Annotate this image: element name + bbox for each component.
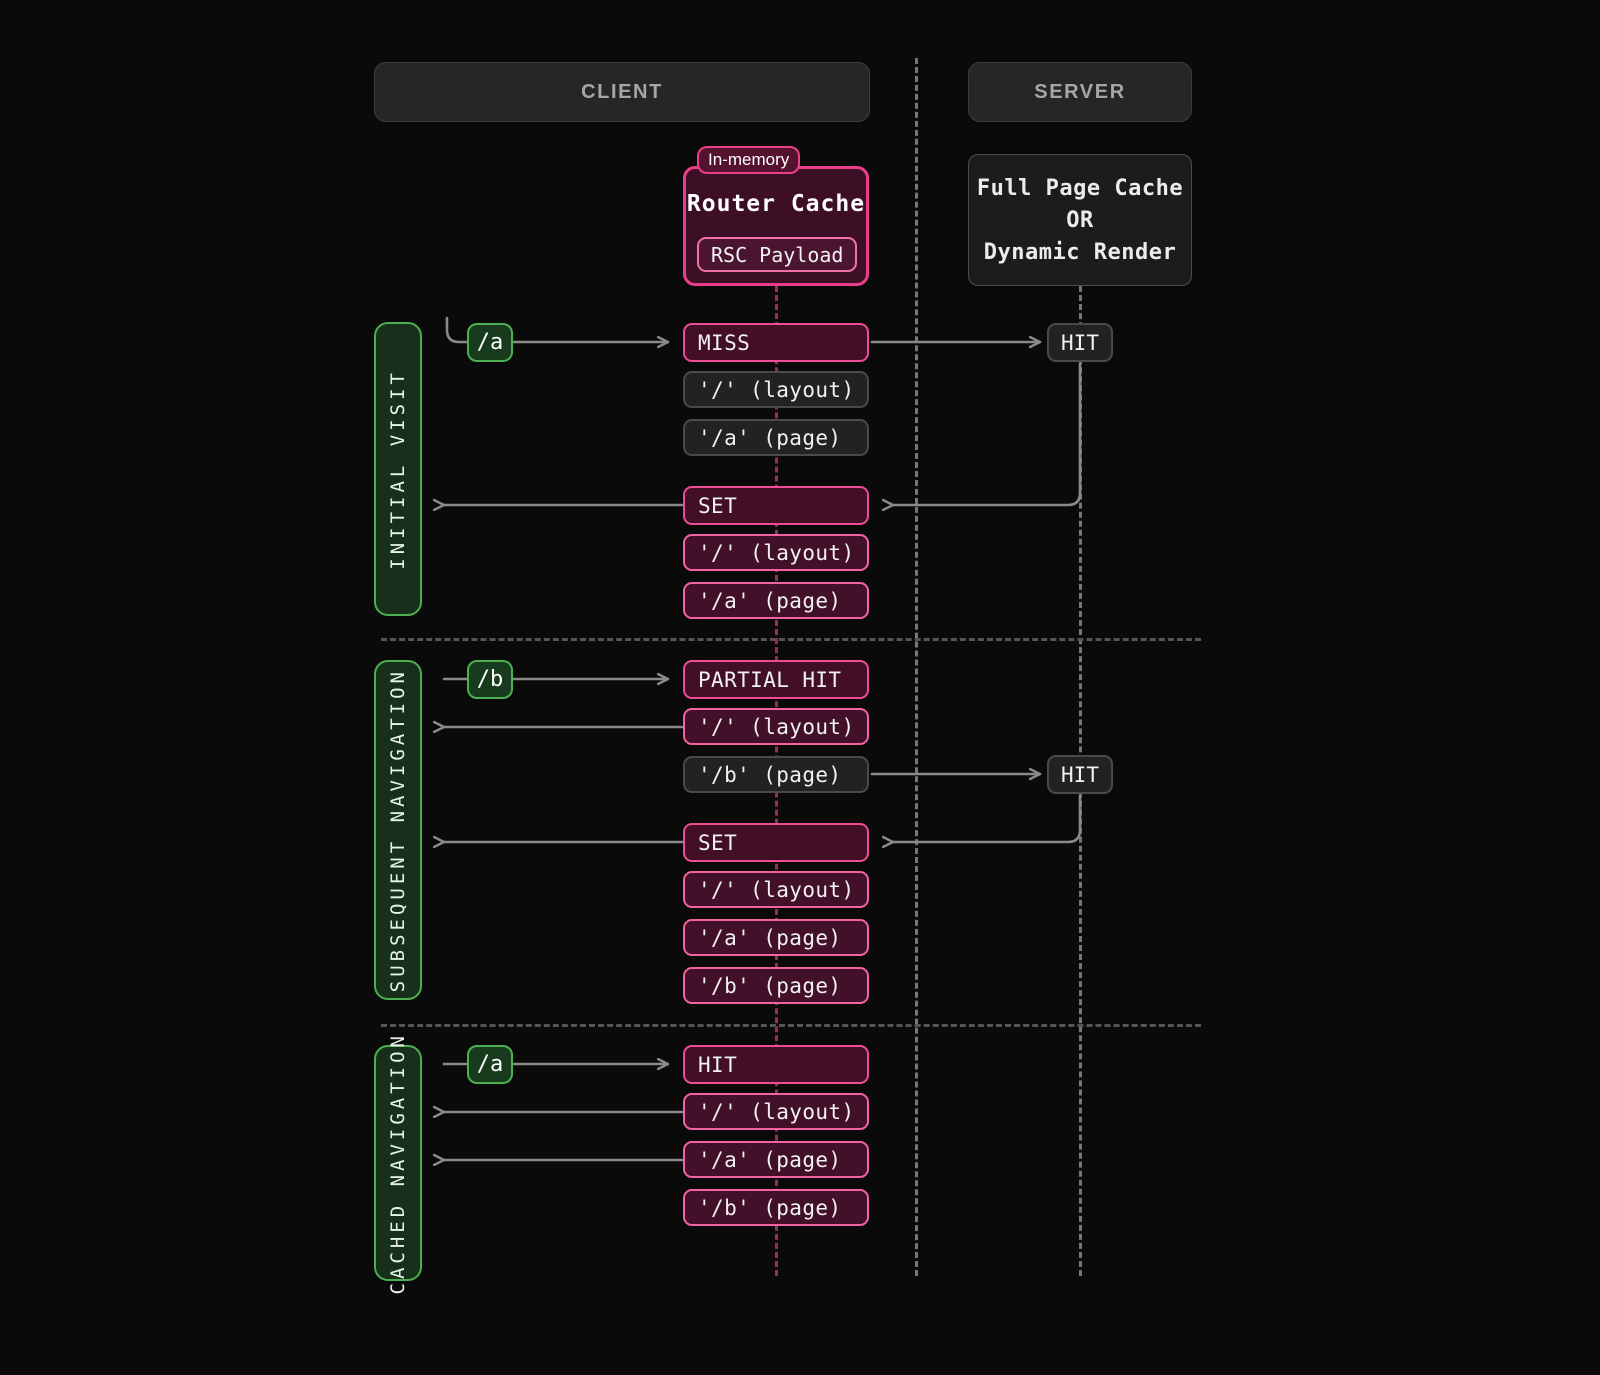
client-server-divider-lifeline	[915, 58, 918, 1276]
client-row-layout-2: '/' (layout)	[683, 534, 869, 571]
router-cache-title: Router Cache	[686, 191, 866, 217]
client-row-page-a-3: '/a' (page)	[683, 919, 869, 956]
client-row-partial-hit: PARTIAL HIT	[683, 660, 869, 699]
in-memory-tag: In-memory	[697, 146, 801, 174]
client-row-layout-3: '/' (layout)	[683, 708, 869, 745]
client-row-miss: MISS	[683, 323, 869, 362]
client-row-page-a-2: '/a' (page)	[683, 582, 869, 619]
section-label-cached-navigation: CACHED NAVIGATION	[374, 1032, 422, 1294]
column-header-server-label: SERVER	[1034, 80, 1126, 103]
server-cache-line-1: Full Page Cache	[976, 175, 1184, 201]
column-header-client-label: CLIENT	[581, 80, 663, 103]
section-label-cached-navigation-text: CACHED NAVIGATION	[387, 1031, 409, 1295]
client-row-page-b-3: '/b' (page)	[683, 1189, 869, 1226]
section-label-initial-visit: INITIAL VISIT	[374, 322, 422, 616]
server-cache-line-2: OR	[1066, 207, 1094, 233]
section-separator-2	[381, 1024, 1201, 1027]
server-hit-initial: HIT	[1047, 323, 1113, 362]
client-row-page-b-2: '/b' (page)	[683, 967, 869, 1004]
client-row-set-1: SET	[683, 486, 869, 525]
column-header-server: SERVER	[968, 62, 1192, 122]
client-row-page-b-1: '/b' (page)	[683, 756, 869, 793]
client-row-hit: HIT	[683, 1045, 869, 1084]
client-row-layout-5: '/' (layout)	[683, 1093, 869, 1130]
client-row-page-a-4: '/a' (page)	[683, 1141, 869, 1178]
client-row-set-2: SET	[683, 823, 869, 862]
column-header-client: CLIENT	[374, 62, 870, 122]
rsc-payload-box: RSC Payload	[697, 237, 857, 272]
client-row-layout-1: '/' (layout)	[683, 371, 869, 408]
route-pill-cached[interactable]: /a	[467, 1045, 513, 1084]
client-row-layout-4: '/' (layout)	[683, 871, 869, 908]
client-row-page-a-1: '/a' (page)	[683, 419, 869, 456]
route-pill-subsequent[interactable]: /b	[467, 660, 513, 699]
route-pill-initial[interactable]: /a	[467, 323, 513, 362]
section-label-initial-visit-text: INITIAL VISIT	[387, 368, 409, 570]
section-separator-1	[381, 638, 1201, 641]
server-cache-box: Full Page Cache OR Dynamic Render	[968, 154, 1192, 286]
section-label-subsequent-navigation: SUBSEQUENT NAVIGATION	[374, 660, 422, 1000]
section-label-subsequent-navigation-text: SUBSEQUENT NAVIGATION	[387, 667, 409, 993]
router-cache-box: Router Cache RSC Payload	[683, 166, 869, 286]
server-cache-line-3: Dynamic Render	[983, 239, 1177, 265]
server-hit-subsequent: HIT	[1047, 755, 1113, 794]
